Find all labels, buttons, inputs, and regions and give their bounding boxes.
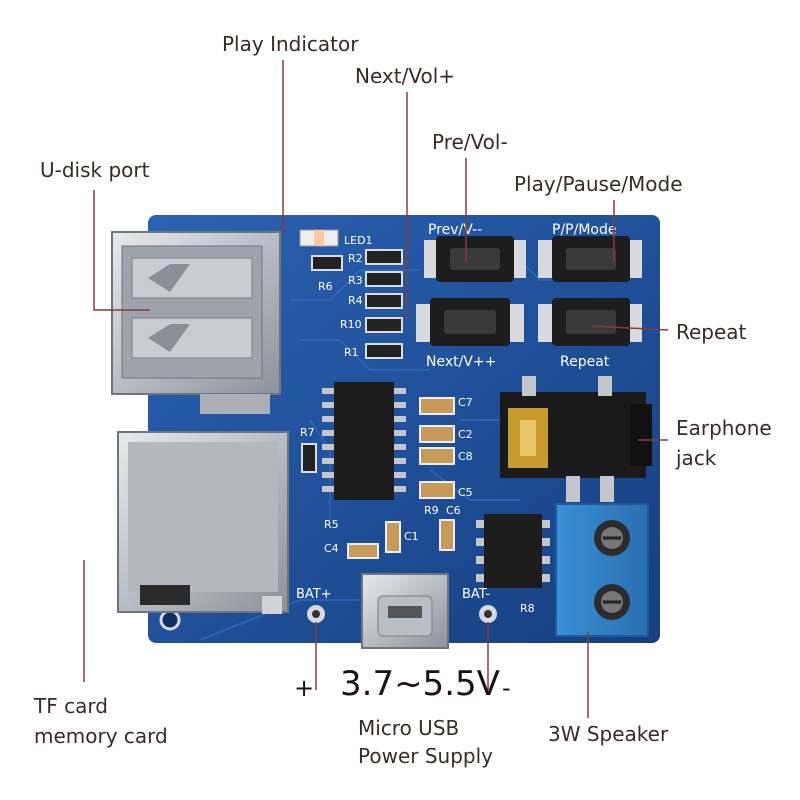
- leader-lines: [83, 60, 669, 718]
- button-repeat[interactable]: [538, 298, 642, 346]
- label-earphone: Earphone: [676, 416, 772, 440]
- silkscreen-text: LED1 R2 R3 R4 R10 R1 R6 R7 R5 C4 C1 C7 C…: [296, 222, 616, 615]
- silk-c6: C6: [446, 504, 461, 517]
- silk-r1: R1: [344, 346, 359, 359]
- silk-r10: R10: [340, 318, 362, 331]
- label-tf-card: TF card: [34, 694, 108, 718]
- label-3w-speaker: 3W Speaker: [548, 722, 669, 746]
- silk-r3: R3: [348, 274, 363, 287]
- silk-r8: R8: [520, 602, 535, 615]
- play-indicator-led: [299, 229, 339, 247]
- tf-card-slot: [117, 431, 289, 614]
- silk-r5: R5: [324, 518, 339, 531]
- label-repeat: Repeat: [676, 320, 747, 344]
- button-play-pause-mode[interactable]: [538, 236, 642, 282]
- silk-pp-mode: P/P/Mode: [552, 222, 616, 238]
- label-pre-vol: Pre/Vol-: [432, 130, 508, 154]
- label-plus: +: [294, 674, 315, 702]
- label-play-pause-mode: Play/Pause/Mode: [514, 172, 683, 196]
- label-jack: jack: [676, 446, 717, 470]
- silk-r2: R2: [348, 252, 363, 265]
- label-play-indicator: Play Indicator: [222, 32, 359, 56]
- label-power-supply: Power Supply: [358, 744, 493, 768]
- silk-r4: R4: [348, 294, 363, 307]
- amplifier-ic: [476, 514, 550, 588]
- resistor-array: [311, 249, 403, 359]
- micro-usb-port: [361, 573, 449, 649]
- silk-prev: Prev/V--: [428, 222, 482, 238]
- silk-r9: R9: [424, 504, 439, 517]
- silk-bat-plus: BAT+: [296, 587, 332, 602]
- leader-repeat: [591, 325, 669, 331]
- silk-c8: C8: [458, 450, 473, 463]
- speaker-terminal-block: [555, 503, 649, 637]
- mounting-hole: [159, 609, 181, 631]
- usb-a-port: [111, 231, 281, 414]
- capacitor-group: [301, 397, 455, 559]
- label-memory-card: memory card: [34, 724, 168, 748]
- button-next-vol[interactable]: [416, 298, 524, 346]
- silk-r7: R7: [300, 426, 315, 439]
- button-prev-vol[interactable]: [424, 236, 526, 282]
- silk-c7: C7: [458, 396, 473, 409]
- label-minus: -: [502, 674, 511, 702]
- silk-repeat: Repeat: [560, 354, 610, 370]
- label-voltage: 3.7~5.5V: [340, 664, 500, 704]
- earphone-jack: [500, 376, 652, 502]
- silk-led1: LED1: [344, 234, 373, 247]
- battery-pads: [307, 605, 497, 623]
- label-micro-usb: Micro USB: [358, 716, 460, 740]
- silk-bat-minus: BAT-: [462, 587, 491, 602]
- silk-r6: R6: [318, 280, 333, 293]
- silk-c5: C5: [458, 486, 473, 499]
- silk-c2: C2: [458, 428, 473, 441]
- decoder-ic: [322, 382, 406, 500]
- leader-u-disk: [93, 190, 150, 311]
- silk-c4: C4: [324, 542, 339, 555]
- silk-c1: C1: [404, 530, 419, 543]
- label-next-vol: Next/Vol+: [355, 64, 456, 88]
- silk-next: Next/V++: [426, 354, 496, 370]
- label-u-disk-port: U-disk port: [40, 158, 150, 182]
